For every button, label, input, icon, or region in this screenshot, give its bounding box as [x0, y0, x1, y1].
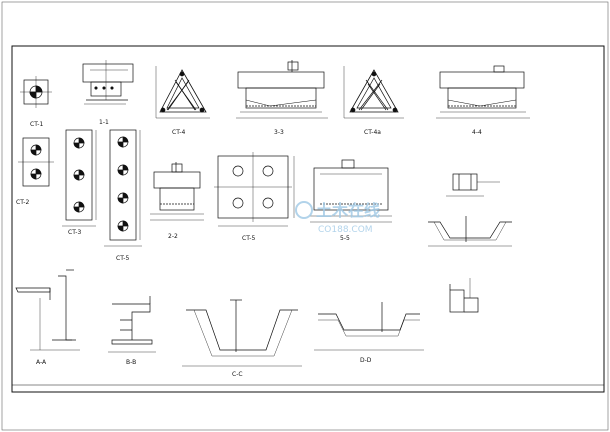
- label-ct1: CT-1: [30, 121, 43, 128]
- label-2-2: 2-2: [168, 233, 178, 240]
- watermark-brand: 土木在线: [316, 201, 380, 220]
- label-b-b: B-B: [126, 359, 136, 366]
- label-ct5: CT-5: [242, 235, 255, 242]
- label-ct3: CT-3: [68, 229, 81, 236]
- label-a-a: A-A: [36, 359, 47, 366]
- section-d-d: [314, 302, 424, 351]
- watermark: 土木在线 CO188.COM: [295, 201, 380, 235]
- watermark-domain: CO188.COM: [318, 225, 373, 235]
- label-5-5: 5-5: [340, 235, 350, 242]
- ct4-plan: [155, 66, 210, 119]
- label-3-3: 3-3: [274, 129, 284, 136]
- section-c-c: [182, 299, 302, 367]
- ct4a-plan: [343, 66, 404, 119]
- section-3-3: [236, 60, 328, 119]
- section-2-2: [150, 162, 204, 221]
- ct5-plan: [214, 152, 295, 227]
- ct6-plan: [104, 129, 142, 247]
- section-1-1: [82, 60, 134, 105]
- section-5-5: [310, 159, 392, 223]
- section-4-4: [436, 65, 530, 119]
- detail-trench-right: [428, 216, 512, 247]
- label-1-1: 1-1: [99, 119, 109, 126]
- detail-wall-right: [449, 278, 479, 313]
- label-ct2: CT-2: [16, 199, 29, 206]
- ct1-plan: [20, 76, 52, 108]
- drawing-border: [11, 45, 605, 393]
- ct3-plan: [62, 129, 97, 227]
- section-b-b: [108, 296, 156, 353]
- section-a-a: [15, 269, 80, 351]
- label-4-4: 4-4: [472, 129, 482, 136]
- label-ct4: CT-4: [172, 129, 185, 136]
- detail-box-upper: [446, 173, 500, 197]
- ct2-plan: [18, 137, 54, 187]
- label-ct6: CT-5: [116, 255, 129, 262]
- label-ct4a: CT-4a: [364, 129, 381, 136]
- watermark-logo-icon: [295, 201, 313, 219]
- label-d-d: D-D: [360, 357, 372, 364]
- label-c-c: C-C: [232, 371, 243, 378]
